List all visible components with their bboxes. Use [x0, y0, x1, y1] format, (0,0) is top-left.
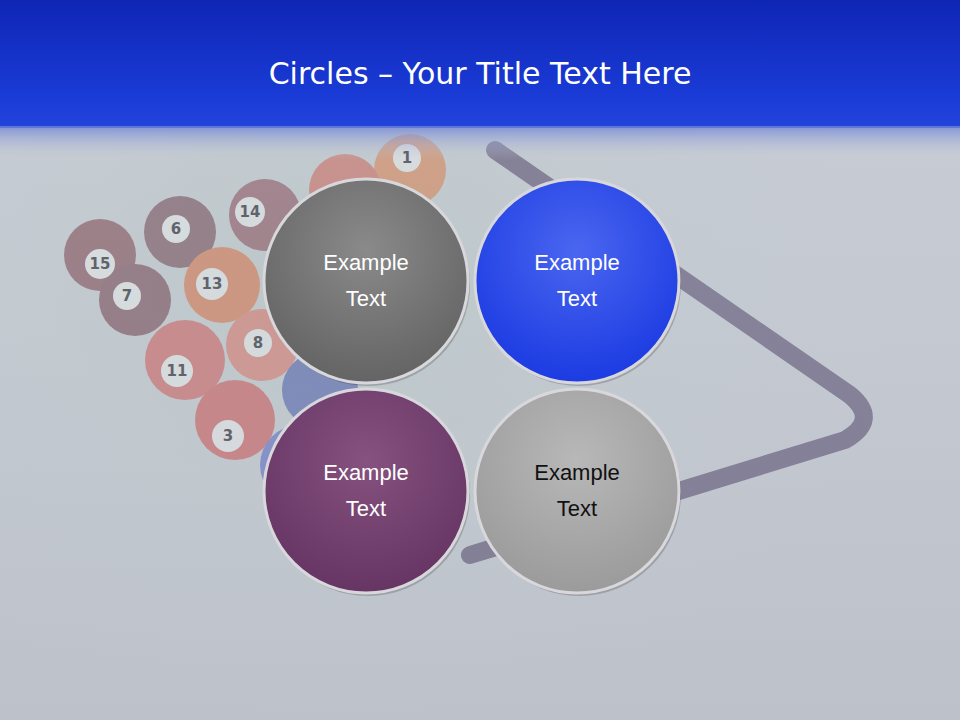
slide-title: Circles – Your Title Text Here: [0, 52, 960, 96]
ball-number: 6: [171, 220, 181, 238]
ball-number: 13: [202, 275, 223, 293]
ball-number: 8: [253, 334, 263, 352]
circle-text: Example Text: [517, 245, 637, 317]
title-band: [0, 0, 960, 128]
band-fade: [0, 126, 960, 160]
example-circle: Example Text: [261, 386, 471, 596]
ball-number: 14: [240, 203, 261, 221]
circle-shape: [472, 176, 682, 386]
circle-text: Example Text: [517, 455, 637, 527]
ball-number: 3: [223, 427, 233, 445]
circle-shape: [472, 386, 682, 596]
circle-shape: [261, 176, 471, 386]
ball-number: 7: [122, 287, 132, 305]
example-circle: Example Text: [261, 176, 471, 386]
example-circle: Example Text: [472, 386, 682, 596]
circle-text: Example Text: [306, 455, 426, 527]
ball-number: 15: [90, 255, 111, 273]
example-circle: Example Text: [472, 176, 682, 386]
circle-shape: [261, 386, 471, 596]
ball-number: 11: [167, 362, 188, 380]
circle-text: Example Text: [306, 245, 426, 317]
ball-number: 1: [402, 149, 412, 167]
